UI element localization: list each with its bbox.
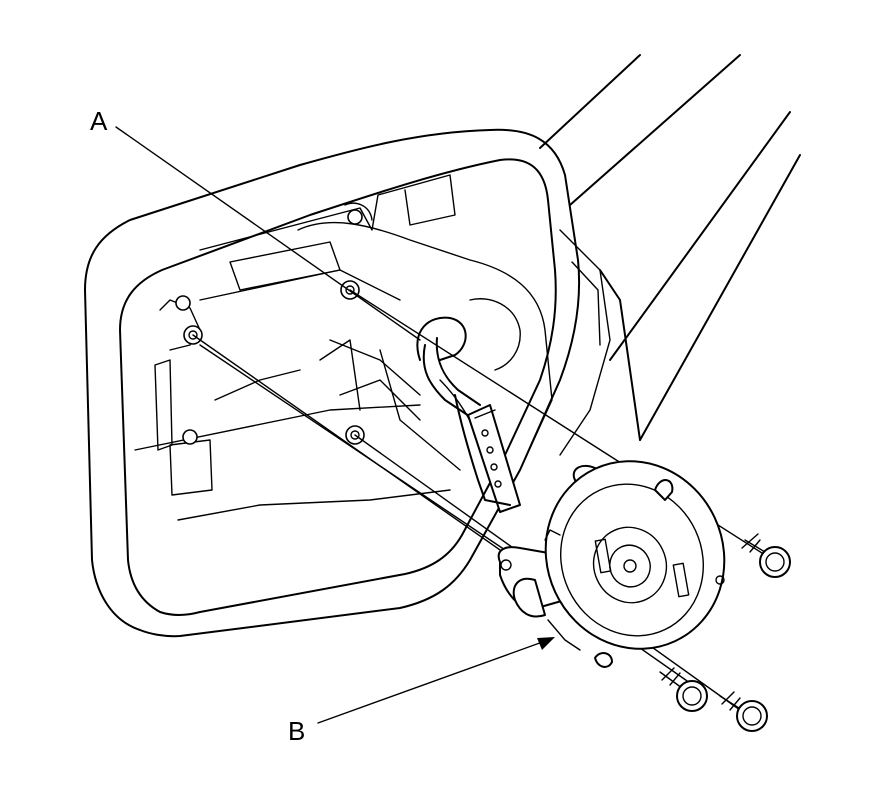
heater-connector-a <box>416 316 521 513</box>
mirror-actuator-b <box>497 460 726 668</box>
mirror-arm <box>539 54 801 441</box>
screw-middle <box>659 667 708 712</box>
callout-label-b: B <box>288 716 305 746</box>
screw-lower <box>719 691 768 732</box>
leader-line-a <box>115 126 421 341</box>
mirror-housing <box>84 128 581 638</box>
screw-upper <box>741 533 791 578</box>
mounting-bosses <box>175 209 365 445</box>
callout-label-a: A <box>90 106 108 136</box>
leader-line-b <box>317 637 555 724</box>
housing-internals <box>134 174 611 521</box>
